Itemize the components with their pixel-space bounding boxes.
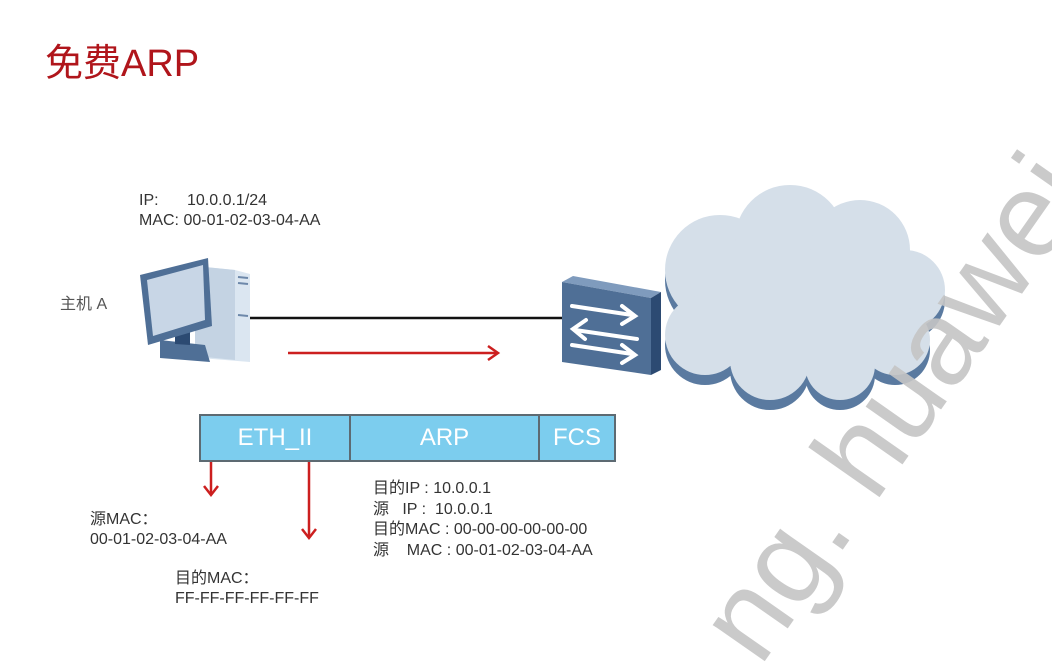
- eth-src-mac-value: 00-01-02-03-04-AA: [90, 531, 227, 548]
- send-direction-arrow: [288, 344, 501, 362]
- dst-mac-arrow: [301, 462, 317, 541]
- frame-structure: ETH_II ARP FCS: [199, 414, 616, 462]
- arp-fields: 目的IP : 10.0.0.1 源 IP : 10.0.0.1 目的MAC : …: [373, 479, 593, 561]
- arp-field-value: 10.0.0.1: [434, 500, 493, 518]
- arp-field-row: 源 IP : 10.0.0.1: [373, 500, 593, 521]
- arp-field-row: 目的IP : 10.0.0.1: [373, 479, 593, 500]
- arp-field-sep: :: [417, 500, 435, 518]
- arp-field-value: 10.0.0.1: [433, 480, 492, 497]
- host-ip-row: IP: 10.0.0.1/24: [139, 191, 320, 211]
- arp-field-row: 源 MAC : 00-01-02-03-04-AA: [373, 541, 593, 562]
- host-mac-value: 00-01-02-03-04-AA: [183, 212, 321, 229]
- arp-field-sep: :: [442, 541, 456, 559]
- cloud-icon: [665, 185, 945, 410]
- arp-field-value: 00-00-00-00-00-00: [453, 521, 588, 538]
- host-label: 主机 A: [60, 296, 108, 313]
- arp-field-sep: :: [440, 521, 454, 538]
- eth-src-mac-label: 源MAC：: [90, 511, 158, 528]
- arp-field-label: 目的MAC: [373, 521, 441, 538]
- frame-segment-fcs: FCS: [538, 414, 616, 462]
- frame-segment-arp: ARP: [349, 414, 538, 462]
- frame-segment-eth: ETH_II: [199, 414, 349, 462]
- arp-field-label: 源 IP: [373, 500, 418, 518]
- host-computer-icon: [140, 258, 250, 362]
- eth-dst-mac-label: 目的MAC：: [175, 570, 259, 587]
- arp-field-row: 目的MAC : 00-00-00-00-00-00: [373, 520, 593, 541]
- src-mac-arrow: [203, 462, 219, 498]
- arp-field-label: 目的IP: [373, 480, 420, 497]
- switch-icon: [562, 276, 661, 375]
- arp-field-label: 源 MAC: [373, 541, 443, 559]
- host-mac-row: MAC: 00-01-02-03-04-AA: [139, 211, 320, 231]
- eth-src-mac: 源MAC： 00-01-02-03-04-AA: [90, 510, 227, 550]
- host-ip-value: 10.0.0.1/24: [187, 192, 268, 209]
- host-mac-label: MAC:: [139, 212, 179, 229]
- arp-field-value: 00-01-02-03-04-AA: [455, 541, 593, 559]
- host-address-info: IP: 10.0.0.1/24 MAC: 00-01-02-03-04-AA: [139, 191, 320, 231]
- eth-dst-mac: 目的MAC： FF-FF-FF-FF-FF-FF: [175, 569, 319, 609]
- page-title: 免费ARP: [45, 43, 200, 85]
- arp-field-sep: :: [419, 480, 434, 497]
- eth-dst-mac-value: FF-FF-FF-FF-FF-FF: [175, 590, 319, 607]
- host-ip-label: IP:: [139, 192, 159, 209]
